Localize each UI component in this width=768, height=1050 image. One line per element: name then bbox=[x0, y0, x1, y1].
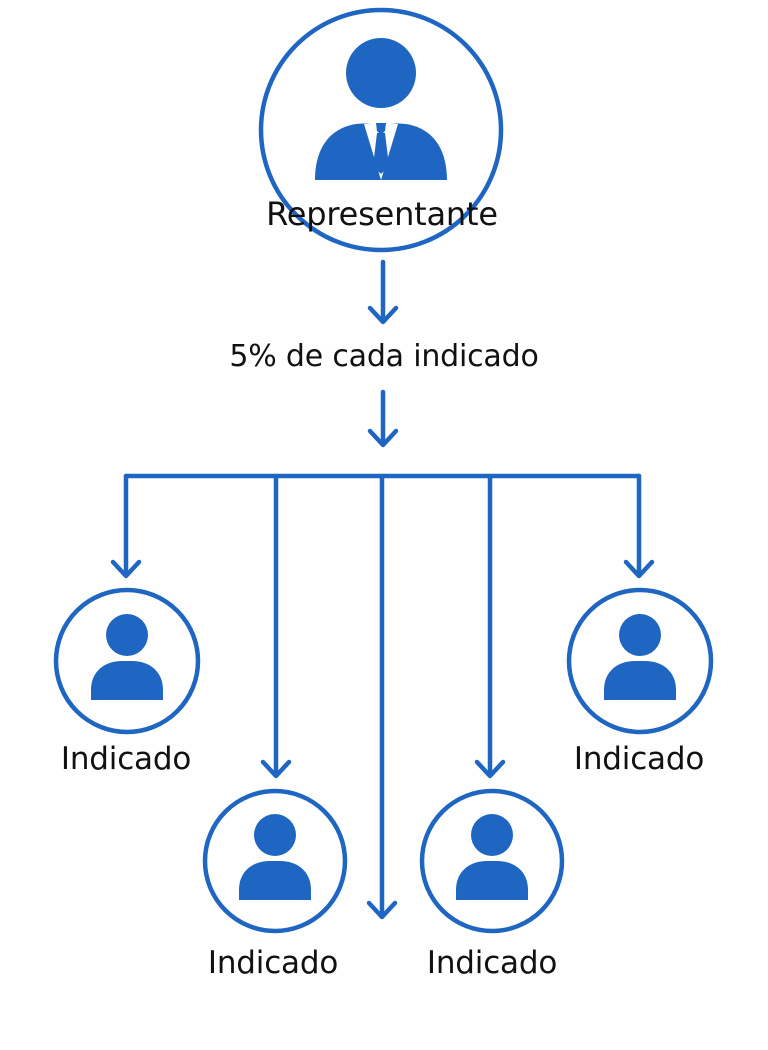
referral-label-4: Indicado bbox=[573, 741, 705, 777]
representative-label: Representante bbox=[266, 195, 498, 233]
referral-circle bbox=[419, 788, 565, 934]
representative-circle bbox=[258, 7, 504, 253]
referral-node-4 bbox=[566, 587, 714, 735]
person-icon bbox=[239, 814, 311, 900]
branch-arrow-4 bbox=[623, 473, 655, 579]
referral-node-3 bbox=[419, 788, 565, 934]
distribution-lines bbox=[110, 473, 655, 920]
referral-label-3: Indicado bbox=[426, 945, 558, 981]
representative-node bbox=[258, 7, 504, 253]
branch-arrow-2 bbox=[260, 475, 292, 779]
arrow-to-rule bbox=[367, 259, 399, 325]
person-icon bbox=[604, 614, 676, 700]
referral-label-1: Indicado bbox=[60, 741, 192, 777]
referral-circle bbox=[202, 788, 348, 934]
referral-label-2: Indicado bbox=[207, 945, 339, 981]
referral-node-2 bbox=[202, 788, 348, 934]
businessman-icon bbox=[315, 38, 447, 180]
branch-arrow-1 bbox=[110, 473, 142, 579]
person-icon bbox=[91, 614, 163, 700]
commission-rule-text: 5% de cada indicado bbox=[229, 339, 539, 374]
branch-arrow-3 bbox=[474, 475, 506, 779]
branch-arrow-center bbox=[366, 475, 398, 920]
referral-node-1 bbox=[53, 587, 201, 735]
referral-circle bbox=[566, 587, 714, 735]
person-icon bbox=[456, 814, 528, 900]
arrow-from-rule bbox=[367, 389, 399, 448]
referral-circle bbox=[53, 587, 201, 735]
